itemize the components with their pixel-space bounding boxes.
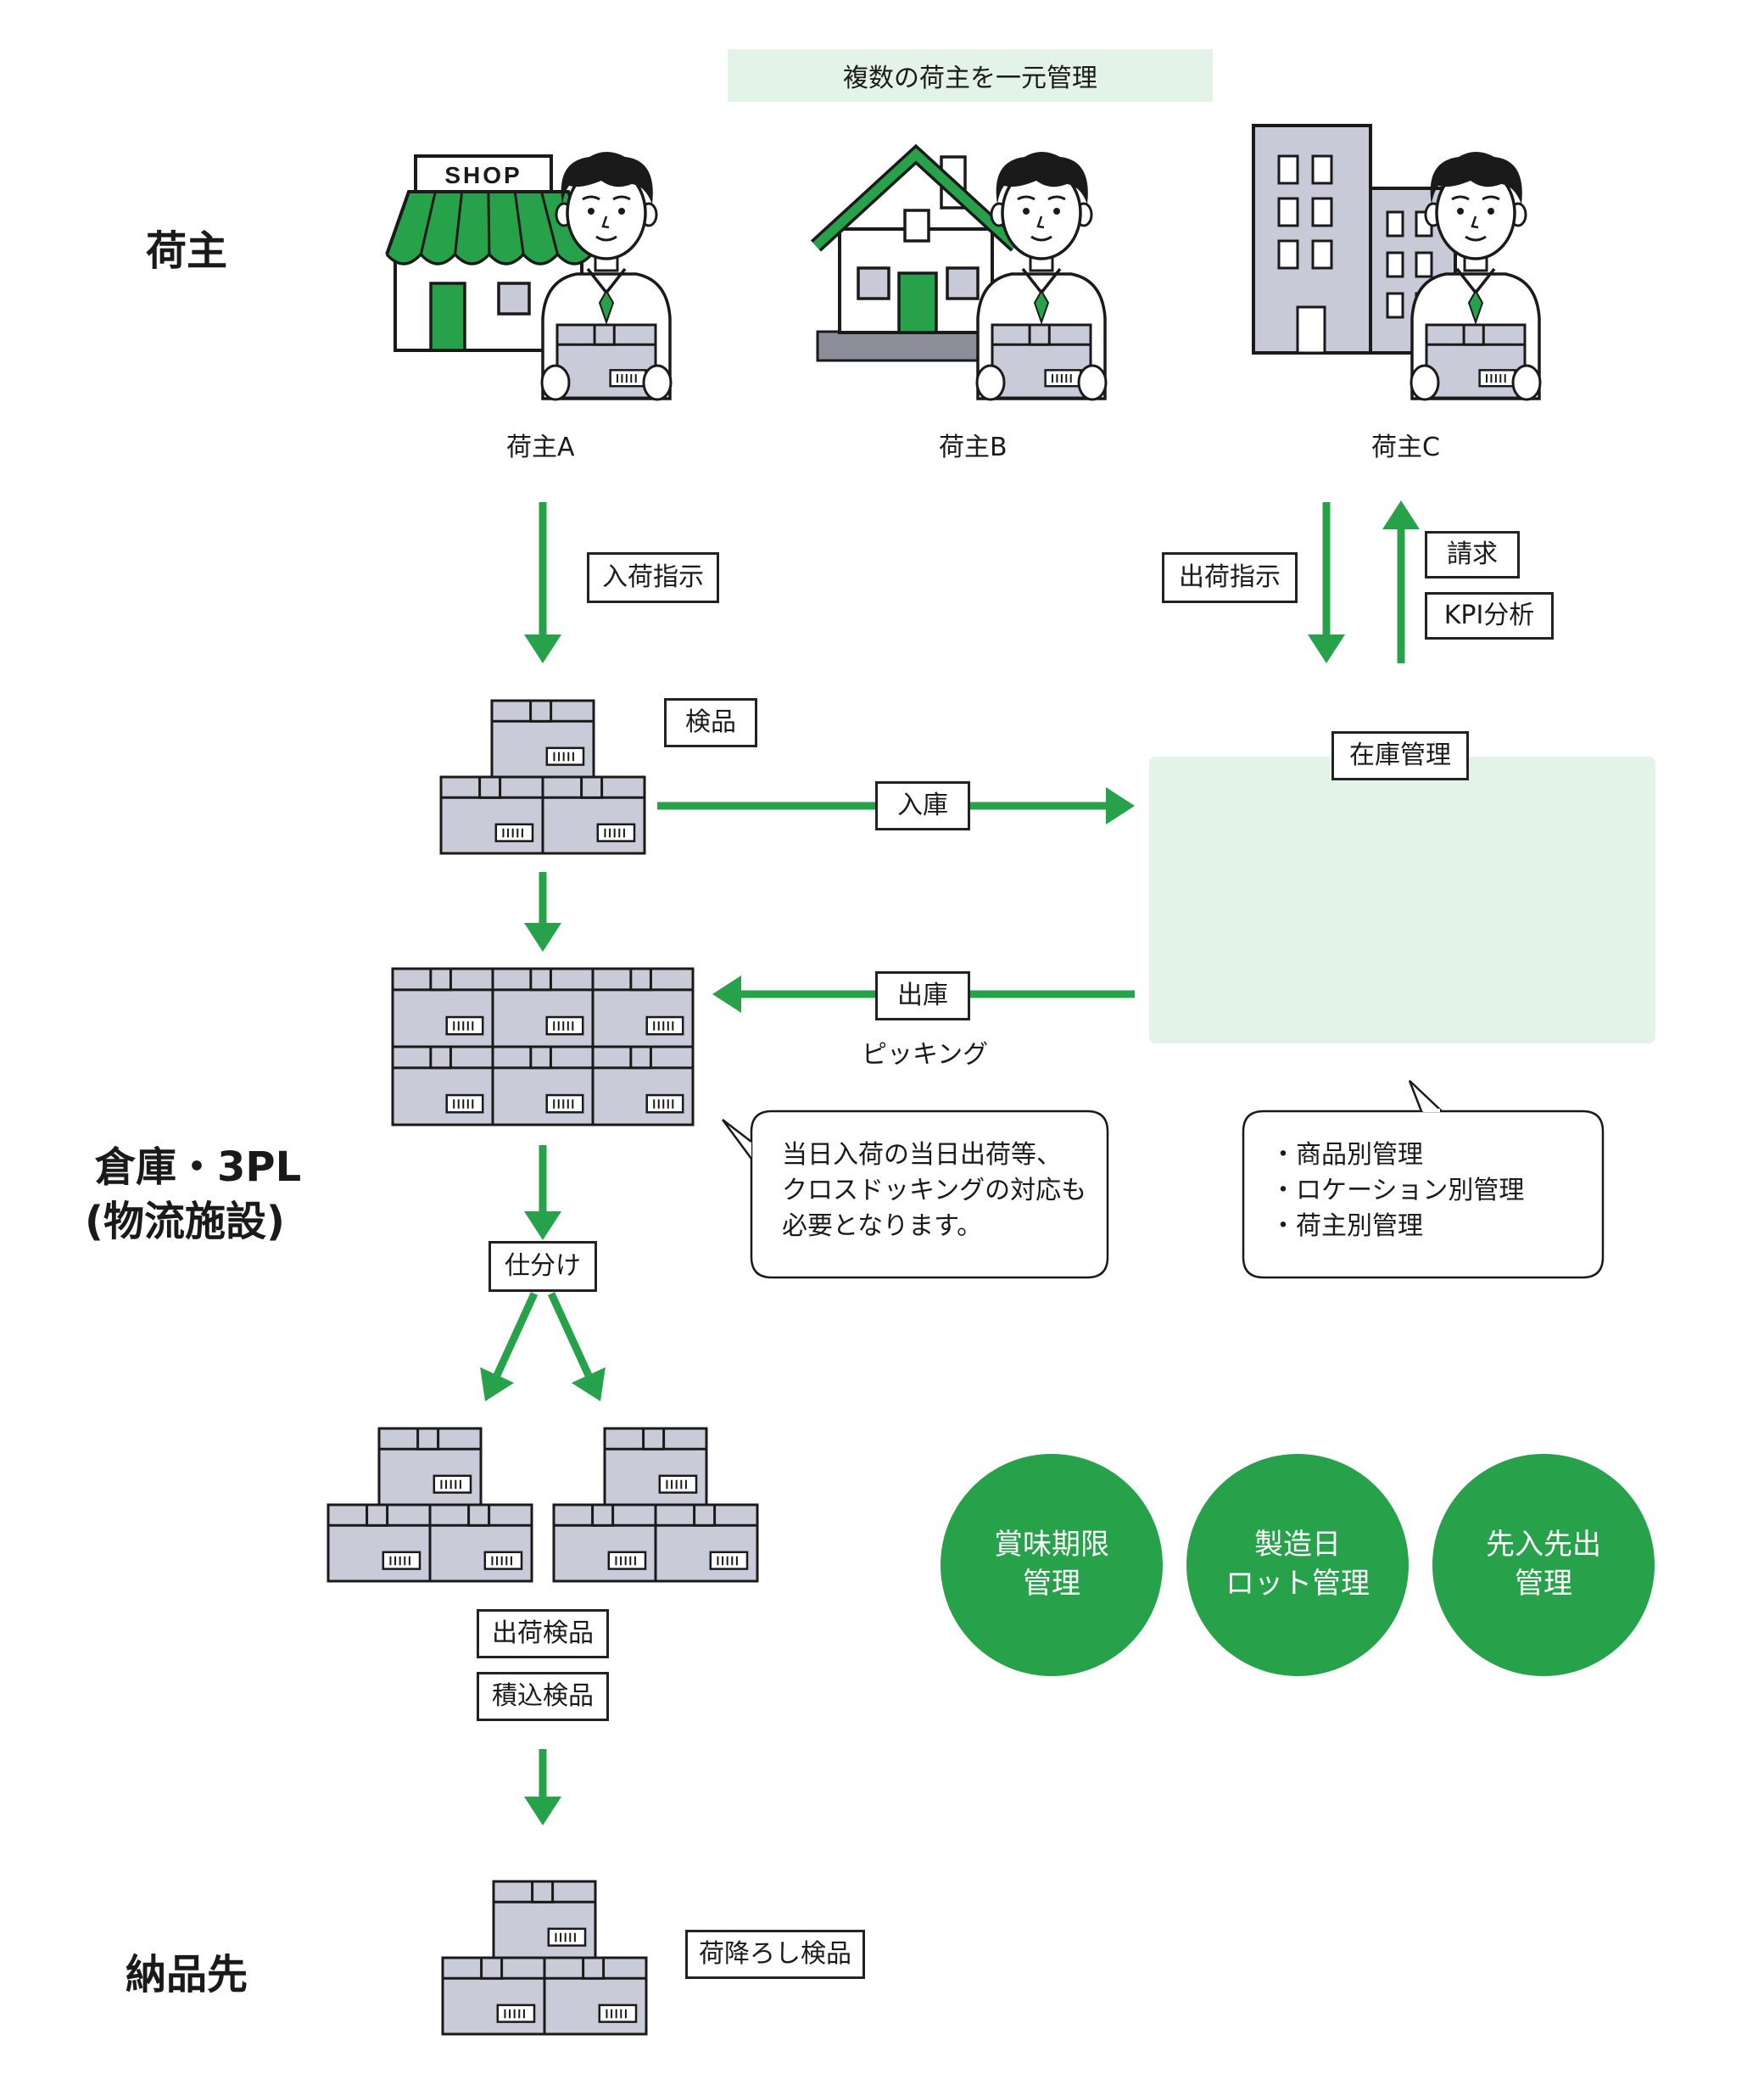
feature-best-before-management: 賞味期限 管理 (941, 1454, 1163, 1676)
crossdock-note-line-2: クロスドッキングの対応も (782, 1176, 1087, 1205)
box (441, 1956, 546, 2036)
inventory-note-item-shipper: ・荷主別管理 (1270, 1211, 1423, 1241)
shipper-a-name: 荷主A (506, 433, 575, 462)
shipper-c-name: 荷主C (1371, 433, 1440, 462)
banner-unified-management: 複数の荷主を一元管理 (728, 49, 1213, 102)
label-inventory-management: 在庫管理 (1331, 731, 1469, 780)
arrow-inbound-instruction (524, 502, 561, 663)
box (391, 967, 494, 1048)
box (491, 967, 595, 1048)
box (439, 775, 544, 855)
house-icon (810, 143, 1022, 362)
label-pick-out: 出庫 (875, 971, 970, 1020)
box (428, 1503, 533, 1583)
inventory-area (1149, 757, 1655, 1043)
inventory-note-bubble (1242, 1110, 1605, 1279)
destination-box-pile (441, 1880, 648, 2036)
arrow-outbound-instruction (1308, 502, 1345, 663)
shop-sign-text: SHOP (444, 162, 522, 188)
label-billing: 請求 (1425, 531, 1520, 579)
arrow-billing-kpi (1382, 500, 1420, 663)
box (552, 1503, 657, 1583)
label-shipping-inspection: 出荷検品 (477, 1609, 609, 1658)
crossdock-note-bubble (750, 1110, 1109, 1279)
section-label-facility: (物流施設) (85, 1198, 285, 1245)
crossdock-note-line-3: 必要となります。 (782, 1211, 983, 1241)
label-outbound-instruction: 出荷指示 (1162, 552, 1298, 603)
carried-box (991, 323, 1092, 400)
box (491, 1045, 595, 1126)
inventory-note-item-product: ・商品別管理 (1270, 1140, 1423, 1170)
feature-fifo-management: 先入先出 管理 (1432, 1454, 1655, 1676)
section-label-warehouse: 倉庫・3PL (95, 1143, 302, 1191)
inventory-note-tail (1408, 1080, 1443, 1112)
label-picking: ピッキング (862, 1040, 989, 1070)
box (391, 1045, 494, 1126)
box (543, 1956, 648, 2036)
section-label-destination: 納品先 (126, 1951, 248, 1998)
carried-box (1425, 323, 1527, 400)
label-loading-inspection: 積込検品 (477, 1672, 609, 1721)
box (603, 1427, 708, 1506)
label-sorting: 仕分け (488, 1241, 597, 1292)
crossdock-note-tail (721, 1119, 753, 1160)
label-inspection: 検品 (664, 698, 757, 747)
feature-1-line-1: 賞味期限 (994, 1528, 1109, 1562)
arrow-sort-left (480, 1292, 539, 1401)
feature-lot-management: 製造日 ロット管理 (1186, 1454, 1409, 1676)
box (541, 775, 646, 855)
label-kpi-analysis: KPI分析 (1425, 592, 1554, 640)
label-inbound-instruction: 入荷指示 (587, 552, 719, 603)
arrow-to-warehouse-storage (524, 872, 561, 952)
box (654, 1503, 759, 1583)
carried-box (555, 323, 657, 400)
shipper-b-name: 荷主B (939, 433, 1008, 462)
box (377, 1427, 483, 1506)
box (591, 1045, 695, 1126)
feature-2-line-2: ロット管理 (1225, 1567, 1370, 1601)
arrow-sort-right (547, 1292, 606, 1401)
shipper-a-person (540, 152, 673, 401)
box (591, 967, 695, 1048)
inbound-box-pile (439, 699, 646, 855)
box (490, 699, 595, 779)
arrow-to-destination (524, 1749, 561, 1825)
inventory-note-item-location: ・ロケーション別管理 (1270, 1176, 1525, 1205)
shipper-b-person (975, 152, 1108, 401)
feature-3-line-2: 管理 (1515, 1567, 1572, 1601)
warehouse-box-grid (391, 967, 695, 1126)
arrow-to-sorting-line (524, 1145, 561, 1240)
crossdock-note-line-1: 当日入荷の当日出荷等、 (782, 1140, 1062, 1170)
label-put-away: 入庫 (875, 781, 970, 830)
sorted-box-pile-1 (327, 1427, 533, 1583)
box (327, 1503, 432, 1583)
sorted-box-pile-2 (552, 1427, 759, 1583)
feature-1-line-2: 管理 (1023, 1567, 1080, 1601)
box (492, 1880, 597, 1959)
feature-2-line-1: 製造日 (1254, 1528, 1341, 1562)
label-unloading-inspection: 荷降ろし検品 (685, 1930, 865, 1979)
section-label-shipper: 荷主 (146, 227, 228, 275)
shipper-c-person (1410, 152, 1542, 401)
shop-icon: SHOP (385, 154, 594, 352)
feature-3-line-1: 先入先出 (1486, 1528, 1601, 1562)
